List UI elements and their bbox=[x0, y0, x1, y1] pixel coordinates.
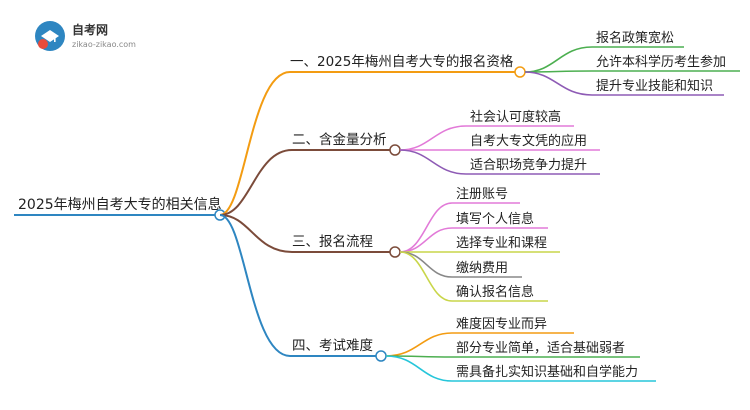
branch-4-child-2: 部分专业简单，适合基础弱者 bbox=[456, 340, 625, 356]
branch-2-child-2: 自考大专文凭的应用 bbox=[470, 133, 587, 149]
branch-4-node-dot[interactable] bbox=[375, 350, 387, 362]
branch-3-node-dot[interactable] bbox=[389, 246, 401, 258]
branch-1-label: 一、2025年梅州自考大专的报名资格 bbox=[290, 54, 514, 70]
branch-4-child-1: 难度因专业而异 bbox=[456, 316, 547, 332]
branch-1-child-3: 提升专业技能和知识 bbox=[596, 78, 713, 94]
logo-accent-icon bbox=[38, 39, 48, 49]
branch-1-node-dot[interactable] bbox=[514, 66, 526, 78]
branch-2-label: 二、含金量分析 bbox=[292, 132, 387, 148]
branch-3-child-3: 选择专业和课程 bbox=[456, 236, 547, 251]
branch-4-child-3: 需具备扎实知识基础和自学能力 bbox=[456, 364, 638, 380]
branch-3-child-4: 缴纳费用 bbox=[456, 261, 508, 276]
branch-2-node-dot[interactable] bbox=[389, 144, 401, 156]
branch-1-child-1: 报名政策宽松 bbox=[596, 30, 674, 46]
logo-title: 自考网 bbox=[72, 22, 108, 37]
site-logo[interactable]: 自考网 zikao-zikao.com bbox=[35, 21, 136, 51]
root-label: 2025年梅州自考大专的相关信息 bbox=[18, 196, 222, 213]
branch-3-label: 三、报名流程 bbox=[292, 234, 373, 250]
branch-3-child-1: 注册账号 bbox=[456, 187, 508, 202]
branch-3-child-2: 填写个人信息 bbox=[456, 211, 534, 227]
branch-2-child-3: 适合职场竞争力提升 bbox=[470, 157, 587, 173]
branch-2-child-1: 社会认可度较高 bbox=[470, 109, 561, 125]
branch-3-child-5: 确认报名信息 bbox=[456, 284, 534, 300]
branch-4-label: 四、考试难度 bbox=[292, 338, 373, 354]
branch-1-child-2: 允许本科学历考生参加 bbox=[596, 54, 726, 70]
logo-url: zikao-zikao.com bbox=[72, 40, 136, 49]
